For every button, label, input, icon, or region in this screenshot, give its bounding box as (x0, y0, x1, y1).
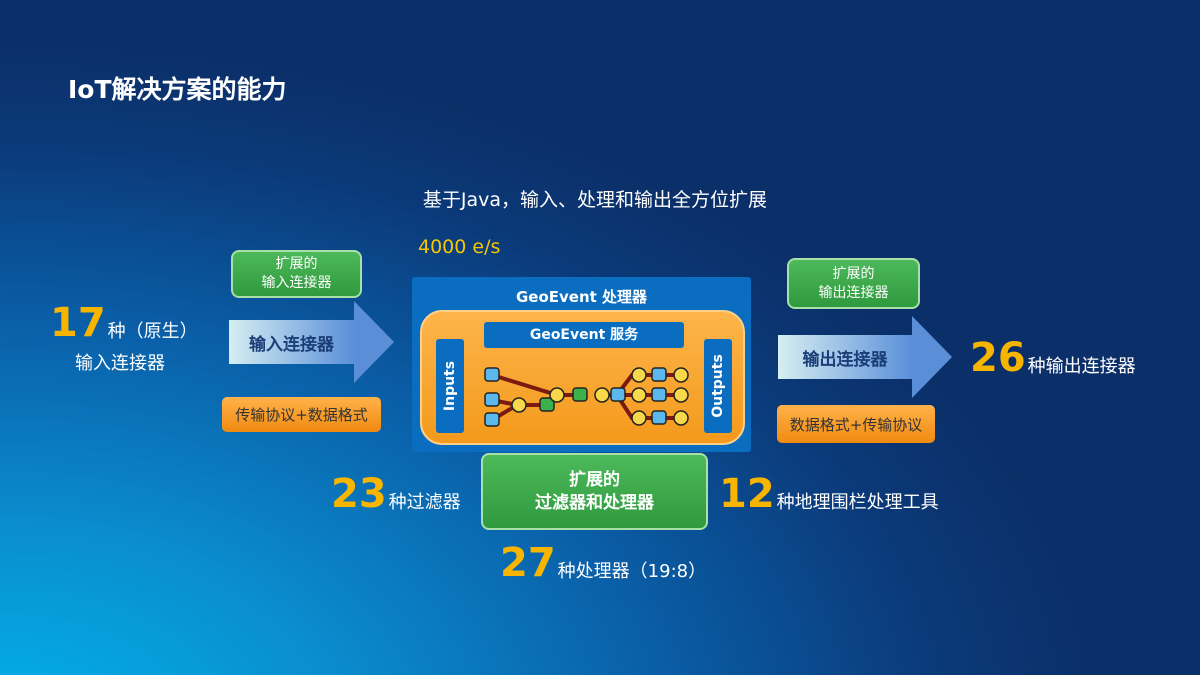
geofence-label: 种地理围栏处理工具 (776, 492, 939, 513)
arrow-label: 输入连接器 (229, 320, 354, 364)
processor-title: GeoEvent 处理器 (515, 288, 648, 306)
flow-graph-icon (484, 367, 689, 427)
ext-line1: 扩展的 (569, 469, 620, 490)
geoevent-service: GeoEvent 服务 (484, 322, 684, 348)
inputs-label: Inputs (442, 360, 459, 412)
outputs-bar: Outputs (704, 339, 732, 433)
ext-line1: 扩展的 (275, 256, 318, 272)
output-protocol-box: 数据格式+传输协议 (777, 405, 935, 443)
filters-label: 种过滤器 (388, 492, 461, 513)
input-protocol-box: 传输协议+数据格式 (222, 397, 381, 432)
output-count: 26 (970, 335, 1026, 381)
extended-output-connectors: 扩展的输出连接器 (787, 258, 920, 309)
arrow-label: 输出连接器 (778, 335, 912, 379)
ext-line2: 输入连接器 (261, 275, 332, 291)
extended-input-connectors: 扩展的输入连接器 (231, 250, 362, 298)
filters-count: 23 (331, 471, 387, 517)
outputs-label: Outputs (710, 354, 727, 418)
ext-line2: 输出连接器 (818, 284, 889, 301)
geofence-count: 12 (719, 471, 775, 517)
ext-line2: 过滤器和处理器 (535, 492, 654, 513)
subtitle: 基于Java，输入、处理和输出全方位扩展 (422, 189, 768, 211)
output-connector-arrow: 输出连接器 (778, 316, 952, 398)
inputs-bar: Inputs (436, 339, 464, 433)
geoevent-processor: GeoEvent 处理器 GeoEvent 服务 Inputs Outputs (412, 277, 751, 452)
input-count-suffix: 种（原生） (107, 321, 198, 342)
slide-title: IoT解决方案的能力 (68, 75, 287, 104)
ext-line1: 扩展的 (832, 265, 875, 282)
processors-count: 27 (500, 540, 556, 586)
extended-filters-processors: 扩展的过滤器和处理器 (481, 453, 708, 530)
processors-label: 种处理器（19:8） (557, 561, 707, 582)
event-rate: 4000 e/s (418, 236, 501, 258)
input-label: 输入连接器 (75, 353, 165, 374)
processor-inner: GeoEvent 服务 Inputs Outputs (420, 310, 745, 445)
input-count: 17 (50, 300, 106, 346)
output-label: 种输出连接器 (1027, 356, 1136, 377)
input-connector-arrow: 输入连接器 (229, 301, 394, 383)
